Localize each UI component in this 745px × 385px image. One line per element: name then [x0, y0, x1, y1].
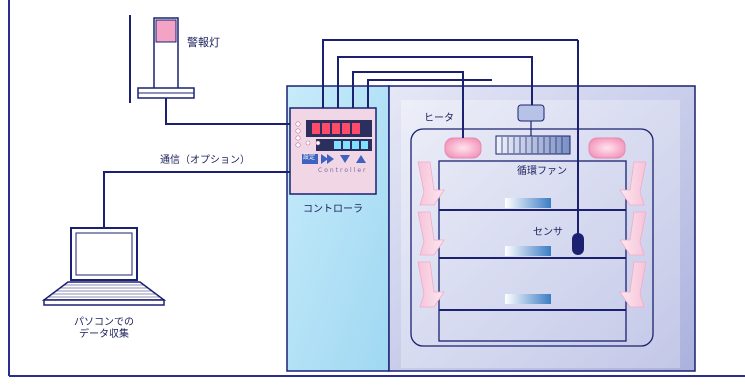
controller-key-label: 設定: [303, 154, 316, 161]
airflow-arrow-icon: [619, 161, 647, 206]
airflow-arrow-icon: [417, 211, 445, 256]
outer-frame: [8, 0, 745, 377]
pc-label-line1: パソコンでの: [74, 317, 134, 328]
wiring: [322, 39, 578, 138]
heater-label: ヒータ: [424, 113, 454, 124]
laptop-icon: [41, 227, 167, 306]
airflow-arrow-icon: [619, 261, 647, 308]
airflow-left: [417, 161, 445, 308]
controller-icon: [289, 107, 377, 195]
airflow-arrow-icon: [417, 161, 445, 206]
fan-label: 循環ファン: [517, 166, 567, 177]
fan-icon: [495, 104, 571, 155]
airflow-arrow-icon: [417, 261, 445, 308]
controller-label: コントローラ: [303, 204, 363, 215]
sample-icon: [505, 246, 551, 256]
airflow-arrow-icon: [619, 211, 647, 256]
alarm-lamp-icon: [129, 15, 195, 103]
sensor-label: センサ: [533, 227, 563, 238]
alarm-wire: [165, 98, 290, 125]
communication-wire: [103, 171, 290, 228]
pc-label-line2: データ収集: [79, 329, 129, 340]
sample-icon: [505, 198, 551, 208]
alarm-lamp-label: 警報灯: [187, 36, 220, 49]
air-duct: [410, 128, 654, 347]
heater-icon: [588, 137, 626, 159]
shelves: [439, 209, 626, 311]
communication-label: 通信（オプション）: [160, 155, 250, 166]
work-chamber: [438, 160, 627, 342]
airflow-right: [619, 161, 647, 308]
heater-icon: [444, 137, 482, 159]
samples: [505, 198, 551, 304]
sample-icon: [505, 294, 551, 304]
controller-brand-label: Controller: [318, 167, 368, 174]
